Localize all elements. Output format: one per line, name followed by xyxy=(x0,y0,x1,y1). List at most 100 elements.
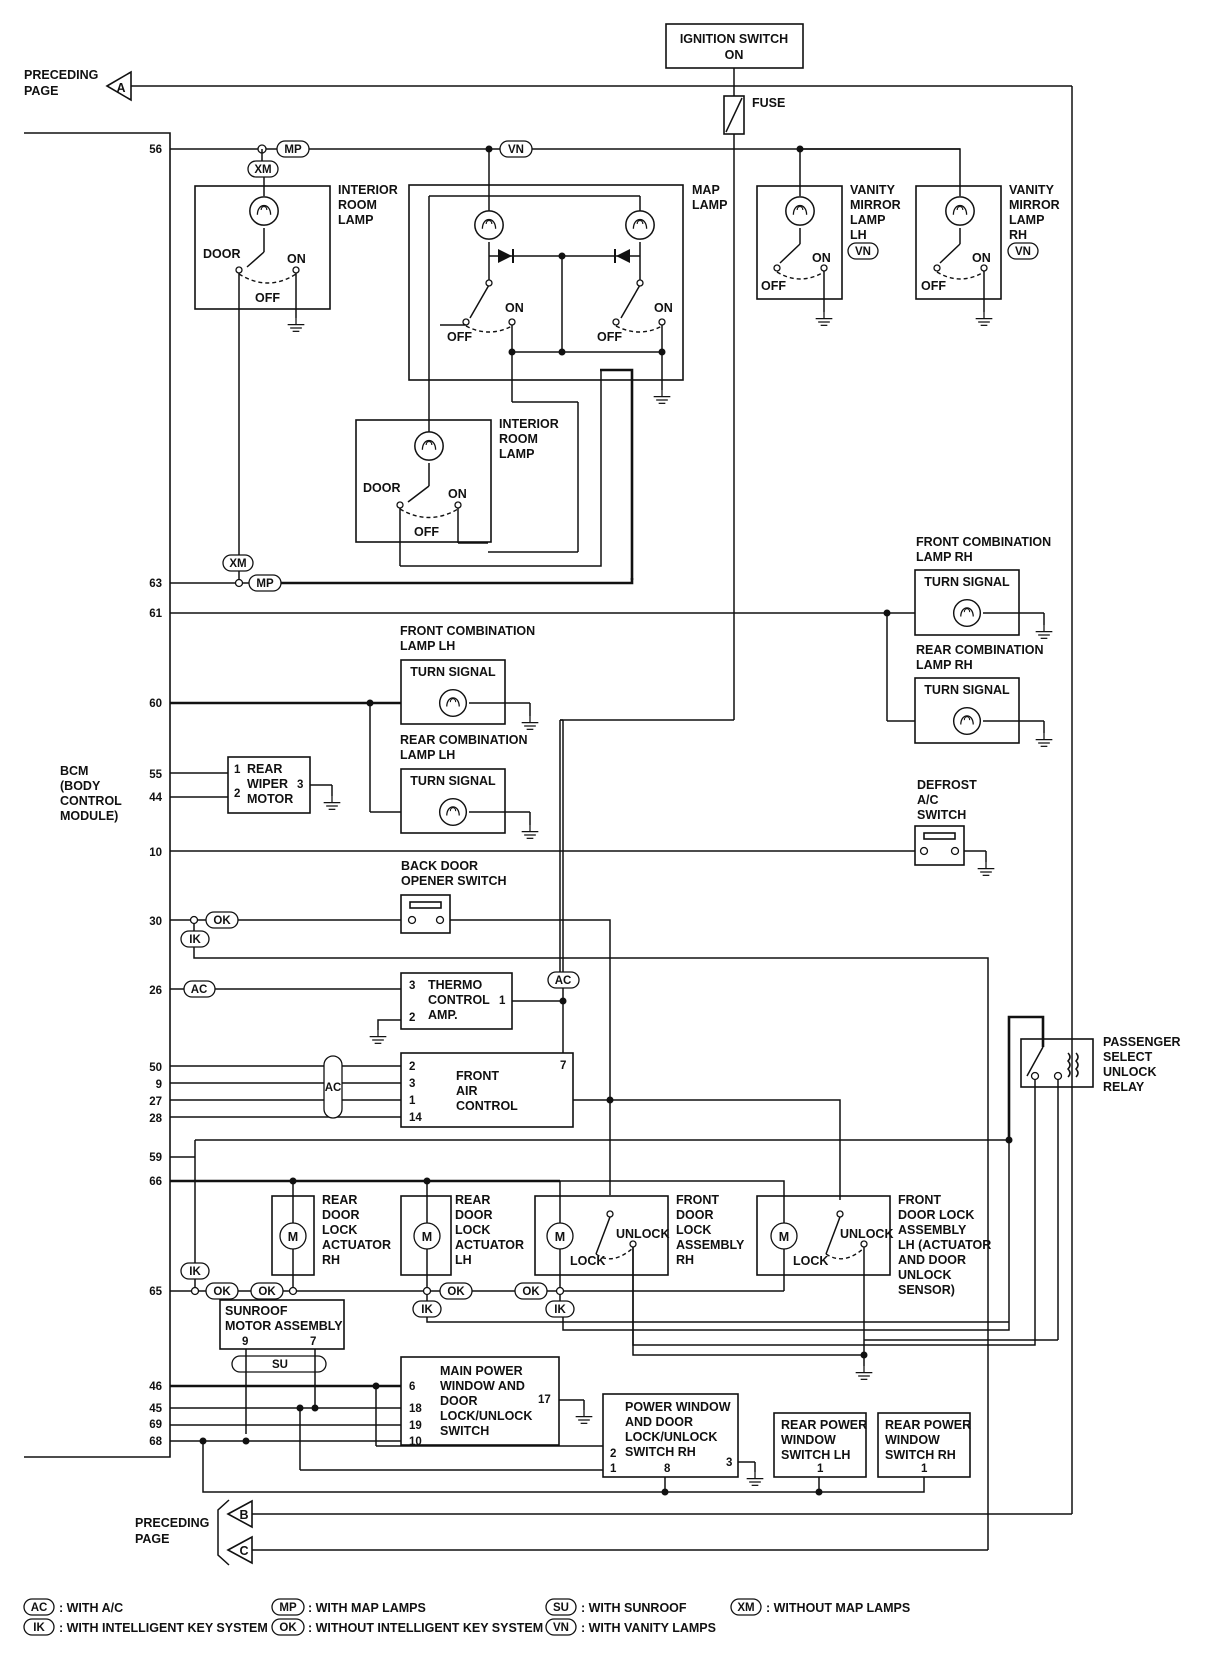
component-label: POWER WINDOW xyxy=(625,1400,731,1414)
pin-label: 65 xyxy=(149,1286,162,1298)
tag-su: SU xyxy=(231,1355,327,1373)
component-label: VANITY xyxy=(850,183,896,197)
component-label: DOOR xyxy=(455,1208,493,1222)
turn-signal-label: TURN SIGNAL xyxy=(410,665,496,679)
tag-mp: MP xyxy=(276,140,310,158)
pin-number: 17 xyxy=(538,1394,551,1406)
unlock-label: UNLOCK xyxy=(840,1227,893,1241)
component-label: ASSEMBLY xyxy=(898,1223,967,1237)
component-label: INTERIOR xyxy=(338,183,398,197)
connector-a: A xyxy=(116,81,125,95)
component-label: REAR xyxy=(247,762,282,776)
tag-ok-label: OK xyxy=(522,1286,540,1298)
component-label: MIRROR xyxy=(1009,198,1060,212)
tag-vn-label: VN xyxy=(508,144,524,156)
pin-number: 1 xyxy=(817,1463,824,1475)
tag-mp-label: MP xyxy=(256,578,274,590)
preceding-label-2: PAGE xyxy=(135,1532,170,1546)
tag-ik-label: IK xyxy=(554,1304,566,1316)
vanity-mirror-lamp-lh: ON OFF VANITY MIRROR LAMP LH VN xyxy=(756,149,901,326)
main-power-window-switch: 6 18 19 10 17 MAIN POWER WINDOW AND DOOR… xyxy=(400,1356,593,1448)
rear-door-lock-actuator-rh: M REAR DOOR LOCK ACTUATOR RH xyxy=(271,1193,391,1284)
pin-label: 63 xyxy=(149,578,162,590)
map-lamp: MAP LAMP ON OFF ON OFF xyxy=(408,149,727,552)
component-label: CONTROL xyxy=(428,993,490,1007)
component-label: VANITY xyxy=(1009,183,1055,197)
pin-number: 3 xyxy=(726,1457,732,1469)
component-label: UNLOCK xyxy=(1103,1065,1156,1079)
pin-label: 9 xyxy=(156,1079,162,1091)
pin-number: 14 xyxy=(409,1112,422,1124)
legend-tag: MP xyxy=(279,1602,297,1614)
component-label: MAP xyxy=(692,183,720,197)
tag-vn-label: VN xyxy=(855,246,871,258)
component-label: LAMP RH xyxy=(916,658,973,672)
pin-label: 46 xyxy=(149,1381,162,1393)
pin-number: 3 xyxy=(409,980,415,992)
pin-number: 2 xyxy=(409,1061,415,1073)
pin-number: 1 xyxy=(921,1463,928,1475)
pin-number: 1 xyxy=(234,764,241,776)
off-label: OFF xyxy=(447,330,472,344)
tag-ac-thermo: AC xyxy=(547,971,580,989)
bcm-pins: 56 63 61 60 55 44 10 30 26 50 9 27 28 59… xyxy=(149,144,162,1448)
tag-ik-label: IK xyxy=(189,934,201,946)
ignition-switch: IGNITION SWITCH ON xyxy=(665,23,804,69)
front-door-lock-assembly-rh: M UNLOCK LOCK FRONT DOOR LOCK ASSEMBLY R… xyxy=(534,1193,745,1284)
pin-label: 27 xyxy=(149,1096,162,1108)
pin-number: 2 xyxy=(409,1012,415,1024)
on-label: ON xyxy=(654,301,673,315)
legend-text: : WITH MAP LAMPS xyxy=(308,1601,426,1615)
component-label: LAMP xyxy=(692,198,727,212)
pin-number: 1 xyxy=(610,1463,617,1475)
component-label: LOCK xyxy=(676,1223,711,1237)
component-label: RH xyxy=(322,1253,340,1267)
pin-label: 44 xyxy=(149,792,162,804)
tag-xm-lower: XM xyxy=(222,554,254,572)
component-label: LOCK xyxy=(322,1223,357,1237)
connector-b: B xyxy=(239,1508,248,1522)
off-label: OFF xyxy=(761,279,786,293)
component-label: LOCK xyxy=(455,1223,490,1237)
pin-number: 1 xyxy=(499,995,506,1007)
component-label: REAR COMBINATION xyxy=(916,643,1044,657)
component-label: LH (ACTUATOR xyxy=(898,1238,991,1252)
component-label: DOOR xyxy=(676,1208,714,1222)
pin-number: 2 xyxy=(234,788,240,800)
component-label: SWITCH xyxy=(440,1424,489,1438)
tag-ac-label: AC xyxy=(191,984,208,996)
pin-label: 55 xyxy=(149,769,162,781)
off-label: OFF xyxy=(414,525,439,539)
preceding-label-1: PRECEDING xyxy=(135,1516,209,1530)
component-label: LAMP LH xyxy=(400,639,455,653)
tag-ok-label: OK xyxy=(213,1286,231,1298)
motor-label: M xyxy=(779,1230,789,1244)
component-label: BACK DOOR xyxy=(401,859,478,873)
pin-number: 8 xyxy=(664,1463,671,1475)
component-label: SENSOR) xyxy=(898,1283,955,1297)
tag-ok-65b: OK xyxy=(250,1282,284,1300)
pin-label: 69 xyxy=(149,1419,162,1431)
component-label: LAMP RH xyxy=(916,550,973,564)
unlock-label: UNLOCK xyxy=(616,1227,669,1241)
component-label: OPENER SWITCH xyxy=(401,874,507,888)
ac-harness-marker: AC xyxy=(323,1055,343,1119)
component-label: FRONT xyxy=(898,1193,941,1207)
component-label: REAR xyxy=(322,1193,357,1207)
tag-xm-label: XM xyxy=(254,164,271,176)
on-label: ON xyxy=(287,252,306,266)
vanity-mirror-lamp-rh: ON OFF VANITY MIRROR LAMP RH VN xyxy=(800,148,1060,326)
component-label: RH xyxy=(676,1253,694,1267)
component-label: SUNROOF xyxy=(225,1304,288,1318)
pin-label: 26 xyxy=(149,985,162,997)
component-label: FRONT xyxy=(676,1193,719,1207)
component-label: PASSENGER xyxy=(1103,1035,1181,1049)
preceding-label-1: PRECEDING xyxy=(24,68,98,82)
lock-label: LOCK xyxy=(793,1254,828,1268)
component-label: MOTOR xyxy=(247,792,293,806)
component-label: WINDOW AND xyxy=(440,1379,525,1393)
tag-ac-label: AC xyxy=(325,1082,342,1094)
fuse-label: FUSE xyxy=(752,96,785,110)
tag-xm-label: XM xyxy=(229,558,246,570)
